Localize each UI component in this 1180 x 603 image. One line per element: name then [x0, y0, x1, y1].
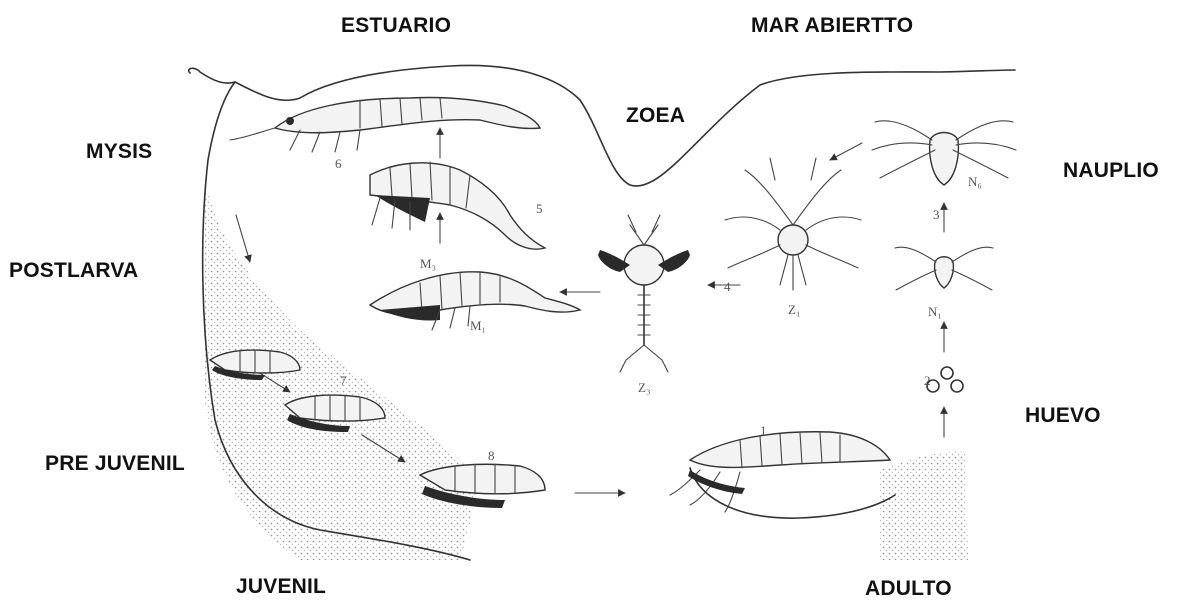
label-mar-abierto: MAR ABIERTTO [751, 14, 913, 38]
stage-code-n1: N₁ [928, 304, 942, 319]
label-adulto: ADULTO [865, 577, 952, 601]
stage-code-z3: Z₃ [638, 380, 650, 395]
stage-number-4: 4 [724, 279, 731, 294]
shrimp-stage-6 [230, 97, 540, 152]
nauplius-stage-n1 [895, 247, 993, 290]
zoea-stage-z3 [598, 215, 690, 372]
label-pre-juvenil: PRE JUVENIL [45, 452, 185, 476]
stage-code-m1: M₁ [470, 318, 486, 333]
shrimp-stage-5 [370, 162, 545, 249]
sediment-area-right [880, 452, 968, 560]
stage-number-6: 6 [335, 156, 342, 171]
stage-number-5: 5 [536, 201, 543, 216]
stage-number-8: 8 [488, 448, 495, 463]
stage-number-7: 7 [340, 373, 347, 388]
label-zoea: ZOEA [626, 104, 685, 128]
label-huevo: HUEVO [1025, 404, 1101, 428]
label-mysis: MYSIS [86, 140, 152, 164]
shrimp-stage-1-adult [670, 432, 895, 518]
label-nauplio: NAUPLIO [1063, 159, 1159, 183]
stage-code-z1: Z₁ [788, 302, 800, 317]
stage-code-n6: N₆ [968, 174, 982, 189]
label-postlarva: POSTLARVA [9, 259, 138, 283]
label-estuario: ESTUARIO [341, 14, 451, 38]
nauplius-stage-n6 [872, 121, 1016, 185]
stage-number-1: 1 [760, 423, 767, 438]
label-juvenil: JUVENIL [236, 575, 326, 599]
stage-number-2: 2 [924, 373, 931, 388]
egg-cluster [927, 367, 963, 392]
zoea-stage-z1 [725, 158, 861, 290]
stage-number-3: 3 [933, 207, 940, 222]
stage-code-m3: M₃ [420, 256, 436, 271]
